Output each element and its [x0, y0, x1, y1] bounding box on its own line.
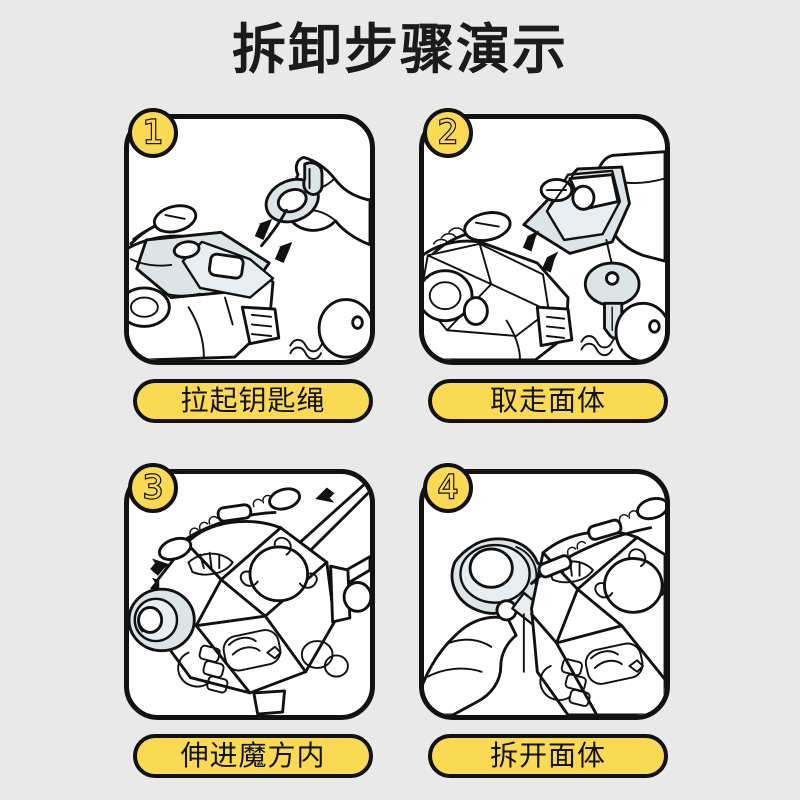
step-badge-2: 2: [423, 108, 473, 158]
face-piece-2: [522, 165, 631, 255]
step-caption-label-1: 拉起钥匙绳: [180, 385, 326, 416]
key-ring-1: [264, 161, 324, 224]
step-caption-label-4: 拆开面体: [489, 740, 606, 771]
step-badge-3: 3: [128, 463, 178, 513]
button-grid-4: [539, 658, 591, 707]
bead-cord-3: [157, 487, 301, 561]
step-number-2: 2: [437, 113, 460, 151]
step-illustration-4: [419, 469, 670, 720]
cube-body-3: [129, 520, 370, 715]
step-caption-pill-3[interactable]: 伸进魔方内: [133, 734, 373, 778]
page-title: 拆卸步骤演示: [232, 20, 568, 80]
knob-2: [614, 301, 665, 360]
button-grid-3: [177, 644, 229, 694]
step-illustration-1: [124, 114, 375, 365]
cube-tag-1: [129, 204, 198, 246]
step-cell-2: 2 取走面体: [419, 108, 677, 430]
motion-arrows-2: [522, 230, 559, 273]
step-number-3: 3: [142, 468, 165, 506]
knob-1: [317, 298, 370, 359]
step-illustration-3: [124, 469, 375, 720]
step-caption-pill-1[interactable]: 拉起钥匙绳: [133, 379, 373, 423]
step-caption-label-2: 取走面体: [489, 385, 606, 416]
step-illustration-2: [419, 114, 670, 365]
motion-arrows-1: [254, 218, 293, 264]
step-badge-4: 4: [423, 463, 473, 513]
cube-body-1: [129, 230, 281, 360]
steps-grid: 1 拉起钥匙绳: [118, 108, 682, 780]
step-number-4: 4: [437, 468, 460, 506]
key-cord-1: [260, 208, 288, 248]
cube-body-2: [424, 239, 574, 360]
step-cell-1: 1 拉起钥匙绳: [124, 108, 382, 430]
step-number-1: 1: [142, 113, 165, 151]
knob-3: [129, 587, 196, 653]
cube-body-4: [530, 530, 665, 715]
step-cell-4: 4 拆开面体: [419, 463, 677, 785]
cube-tag-2: [432, 211, 512, 255]
step-badge-1: 1: [128, 108, 178, 158]
step-cell-3: 3 伸进魔方内: [124, 463, 382, 785]
step-caption-label-3: 伸进魔方内: [180, 740, 326, 771]
step-caption-pill-2[interactable]: 取走面体: [428, 379, 668, 423]
step-caption-pill-4[interactable]: 拆开面体: [428, 734, 668, 778]
bead-cord-4: [530, 496, 665, 585]
hand-shape-4: [424, 615, 518, 715]
